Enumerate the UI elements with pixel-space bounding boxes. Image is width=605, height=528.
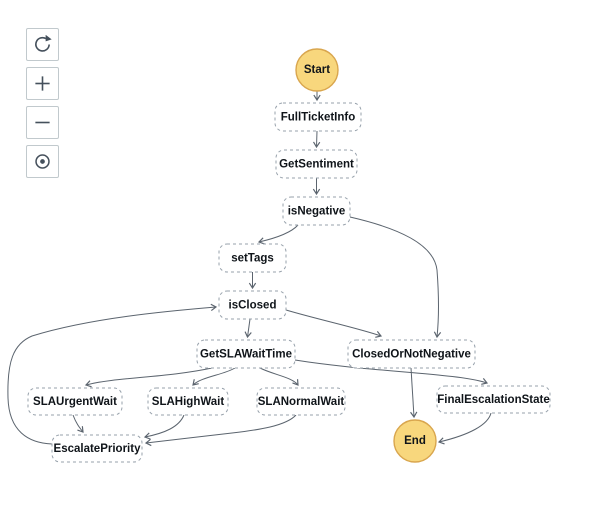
- state-node-escalatepriority[interactable]: EscalatePriority: [51, 434, 143, 463]
- state-box: [436, 385, 551, 414]
- state-box: [274, 102, 362, 132]
- node-label: isClosed: [229, 300, 277, 312]
- state-node-end[interactable]: End: [393, 419, 437, 463]
- node-label: ClosedOrNotNegative: [352, 349, 471, 361]
- edge-closedornotnegative-to-end: [410, 367, 418, 419]
- graph-toolbar: [26, 28, 59, 178]
- edge-fullticketinfo-to-getsentiment: [313, 130, 321, 149]
- edge-slanormalwait-to-escalatepriority: [144, 414, 297, 447]
- start-circle: [295, 48, 339, 92]
- end-circle: [393, 419, 437, 463]
- state-box: [218, 290, 287, 320]
- state-box: [347, 339, 476, 369]
- edge-getslawaittime-to-slahighwait: [192, 367, 236, 386]
- edge-isnegative-to-settags: [257, 224, 299, 245]
- state-node-settags[interactable]: setTags: [218, 243, 287, 273]
- minus-icon: [35, 121, 50, 124]
- refresh-icon: [35, 35, 52, 52]
- node-label: setTags: [231, 253, 274, 265]
- center-target-icon: [35, 154, 50, 169]
- node-label: GetSentiment: [279, 159, 354, 171]
- edge-slahighwait-to-escalatepriority: [143, 414, 185, 440]
- node-label: FullTicketInfo: [281, 112, 356, 124]
- node-label: isNegative: [288, 206, 346, 218]
- node-label: SLAUrgentWait: [33, 396, 117, 408]
- state-node-getslawaittime[interactable]: GetSLAWaitTime: [196, 339, 296, 369]
- edge-slaurgentwait-to-escalatepriority: [72, 414, 84, 433]
- edge-isnegative-to-closedornotnegative: [349, 216, 442, 339]
- node-label: SLAHighWait: [152, 396, 225, 408]
- node-label: EscalatePriority: [54, 443, 142, 455]
- state-box: [147, 387, 229, 416]
- state-box: [196, 339, 296, 369]
- state-node-start[interactable]: Start: [295, 48, 339, 92]
- state-box: [218, 243, 287, 273]
- state-box: [282, 196, 351, 226]
- state-box: [27, 387, 123, 416]
- refresh-button[interactable]: [26, 28, 59, 61]
- edge-isclosed-to-getslawaittime: [244, 318, 252, 339]
- state-node-fullticketinfo[interactable]: FullTicketInfo: [274, 102, 362, 132]
- state-node-getsentiment[interactable]: GetSentiment: [275, 149, 358, 179]
- state-node-closedornotnegative[interactable]: ClosedOrNotNegative: [347, 339, 476, 369]
- node-label: FinalEscalationState: [437, 394, 549, 406]
- state-node-slaurgentwait[interactable]: SLAUrgentWait: [27, 387, 123, 416]
- node-label: SLANormalWait: [258, 396, 345, 408]
- state-node-slanormalwait[interactable]: SLANormalWait: [256, 387, 346, 416]
- edge-escalatepriority-to-isclosed: [7, 303, 218, 445]
- edges-layer: [7, 91, 492, 447]
- edge-getslawaittime-to-slaurgentwait: [84, 367, 213, 388]
- state-node-isnegative[interactable]: isNegative: [282, 196, 351, 226]
- zoom-out-button[interactable]: [26, 106, 59, 139]
- zoom-in-button[interactable]: [26, 67, 59, 100]
- node-label: Start: [304, 64, 330, 76]
- state-node-slahighwait[interactable]: SLAHighWait: [147, 387, 229, 416]
- state-box: [256, 387, 346, 416]
- edge-finalescalationstate-to-end: [437, 412, 492, 445]
- center-graph-button[interactable]: [26, 145, 59, 178]
- state-box: [275, 149, 358, 179]
- node-label: End: [404, 435, 426, 447]
- edge-getslawaittime-to-slanormalwait: [259, 367, 299, 386]
- state-node-finalescalationstate[interactable]: FinalEscalationState: [436, 385, 551, 414]
- state-box: [51, 434, 143, 463]
- edge-getslawaittime-to-finalescalationstate: [294, 359, 489, 385]
- plus-icon: [35, 76, 50, 91]
- node-label: GetSLAWaitTime: [200, 349, 292, 361]
- edge-isclosed-to-closedornotnegative: [285, 309, 383, 338]
- state-node-isclosed[interactable]: isClosed: [218, 290, 287, 320]
